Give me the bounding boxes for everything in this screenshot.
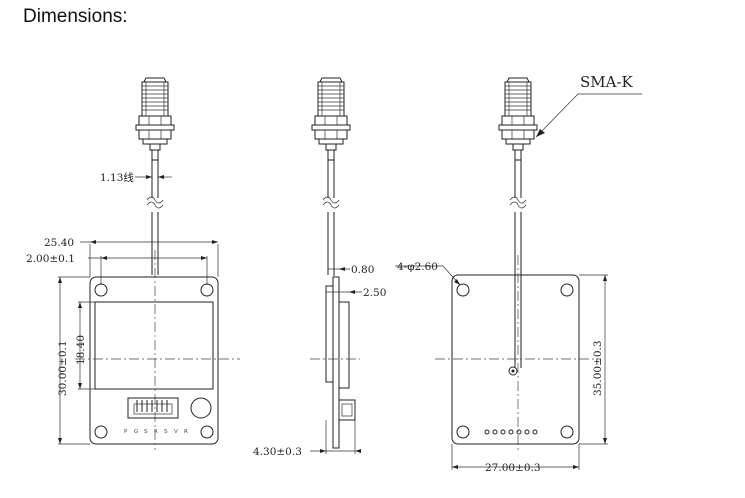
page-title: Dimensions: (23, 6, 128, 27)
svg-text:S: S (164, 429, 168, 435)
svg-text:R: R (184, 429, 188, 435)
dim-holes: 4-φ2.60 (397, 261, 438, 273)
dim-antenna-width: 27.00±0.3 (485, 462, 541, 474)
dim-total-thickness: 4.30±0.3 (253, 446, 302, 458)
dim-antenna-height: 35.00±0.3 (592, 340, 604, 396)
front-view: 1.13线 P G S R S V R (26, 77, 240, 450)
svg-text:R: R (154, 429, 158, 435)
oled-board (89, 276, 219, 445)
svg-text:S: S (144, 429, 148, 435)
side-view: 0.80 2.50 4.30±0.3 (253, 77, 386, 458)
svg-text:G: G (134, 429, 138, 435)
dim-pcb-thickness: 0.80 (351, 264, 374, 276)
board-edge (332, 276, 340, 449)
dim-width: 25.40 (44, 237, 74, 249)
back-board (451, 274, 580, 445)
svg-text:P: P (124, 429, 128, 435)
dim-screen-height: 18.40 (75, 335, 87, 365)
dim-hole-offset: 2.00±0.1 (26, 253, 75, 265)
sma-connector-back (498, 77, 538, 161)
sma-connector (135, 77, 175, 161)
connector-label: SMA-K (580, 73, 634, 91)
sma-connector-side (311, 77, 351, 161)
dim-component-height: 2.50 (363, 287, 386, 299)
display-screen (94, 301, 214, 390)
cable-label: 1.13线 (100, 171, 134, 184)
pin-header (127, 397, 179, 419)
back-view: SMA-K 4-φ2.60 35.00±0.3 27 (395, 73, 642, 474)
svg-text:V: V (174, 429, 178, 435)
pin-holes (484, 429, 538, 435)
pin-labels: P G S R S V R (124, 429, 188, 435)
dim-height: 30.00±0.1 (57, 340, 69, 396)
